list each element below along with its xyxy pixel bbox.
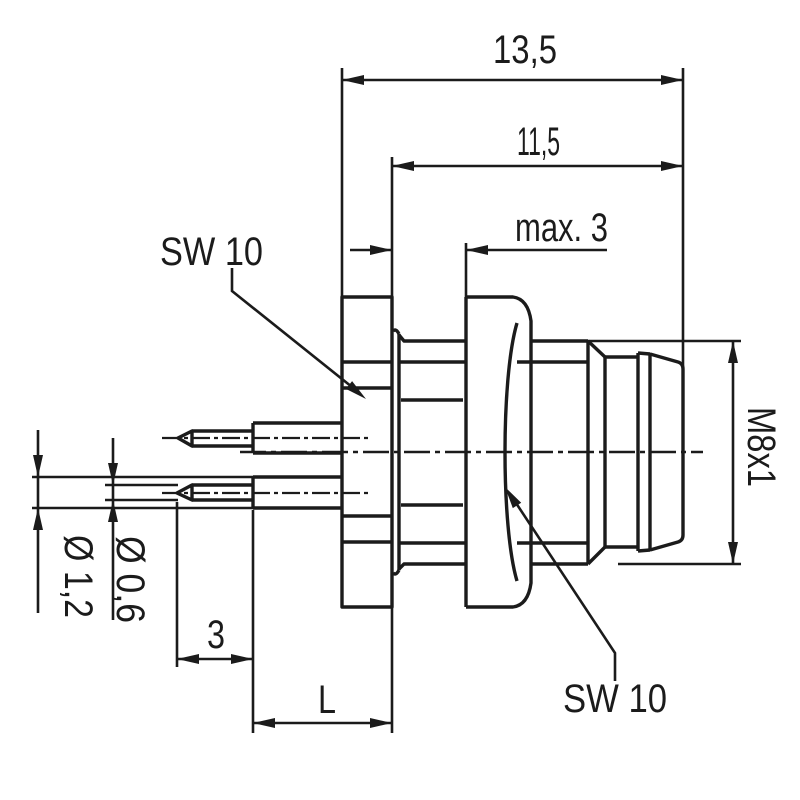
leader-line xyxy=(512,499,617,681)
m8x1-label: M8x1 xyxy=(739,407,783,487)
pin-tip-cone xyxy=(176,429,194,448)
dimension-pin-diameter: Ø 0,6 xyxy=(105,438,178,623)
sw10-rear-label: SW 10 xyxy=(160,230,263,274)
dim-l-label: L xyxy=(318,678,336,722)
dimension-sleeve-diameter: Ø 1,2 xyxy=(32,430,253,618)
m8-thread xyxy=(517,339,607,566)
arrowhead xyxy=(342,75,364,85)
mounting-thread xyxy=(397,333,466,571)
callout-front-wrench: SW 10 xyxy=(505,487,667,721)
arrowhead xyxy=(108,500,118,522)
arrowhead xyxy=(33,508,43,530)
front-hex-nut xyxy=(464,295,533,609)
dimension-front-length: 11,5 xyxy=(390,120,683,297)
thread-major-top xyxy=(397,333,466,343)
arrowhead xyxy=(392,161,414,171)
insulator-rim-bottom xyxy=(637,548,651,553)
callout-rear-wrench: SW 10 xyxy=(160,230,366,399)
pin-tip-cone xyxy=(175,483,194,502)
arrowhead xyxy=(466,245,488,255)
front-insulator xyxy=(605,351,685,553)
dia-0-6-label: Ø 0,6 xyxy=(108,536,152,623)
arrowhead xyxy=(108,463,118,485)
sw10-front-label: SW 10 xyxy=(563,677,667,721)
arrowhead xyxy=(370,718,392,728)
arrowhead xyxy=(661,75,683,85)
dimension-pin-length: 3 xyxy=(175,502,255,733)
dim-3-label: 3 xyxy=(207,613,225,657)
leader-line xyxy=(230,268,353,389)
dimension-thread: M8x1 xyxy=(588,339,783,566)
arrowhead xyxy=(33,455,43,477)
arrowhead xyxy=(231,654,253,664)
dim-13-5-label: 13,5 xyxy=(493,28,557,72)
thread-major-bottom xyxy=(397,562,466,571)
dim-11-5-label: 11,5 xyxy=(517,120,560,164)
arrowhead xyxy=(370,245,392,255)
dim-max3-label: max. 3 xyxy=(515,206,608,250)
arrowhead xyxy=(345,381,366,399)
arrowhead xyxy=(728,341,738,363)
dimension-panel-thickness: max. 3 xyxy=(350,206,608,297)
gasket-washer xyxy=(391,328,401,576)
solder-pin-upper xyxy=(176,421,342,455)
arrowhead xyxy=(177,654,199,664)
insulator-face-outline xyxy=(649,352,685,552)
dia-1-2-label: Ø 1,2 xyxy=(56,535,100,618)
arrowhead xyxy=(728,542,738,564)
arrowhead xyxy=(253,718,275,728)
dimension-total-length: 13,5 xyxy=(340,28,685,368)
washer-top-arc xyxy=(391,328,401,335)
m8-chamfer-bottom xyxy=(586,545,607,566)
dimension-mounting-length: L xyxy=(253,607,394,733)
arrowhead xyxy=(661,161,683,171)
washer-bottom-arc xyxy=(391,569,401,576)
nut-outline xyxy=(466,295,533,609)
m8-chamfer-top xyxy=(586,339,607,359)
solder-pin-lower xyxy=(175,475,342,510)
arrowhead xyxy=(505,487,522,509)
centerlines xyxy=(162,436,703,495)
nut-chamfer-arc xyxy=(503,322,519,582)
insulator-rim-top xyxy=(637,351,651,356)
